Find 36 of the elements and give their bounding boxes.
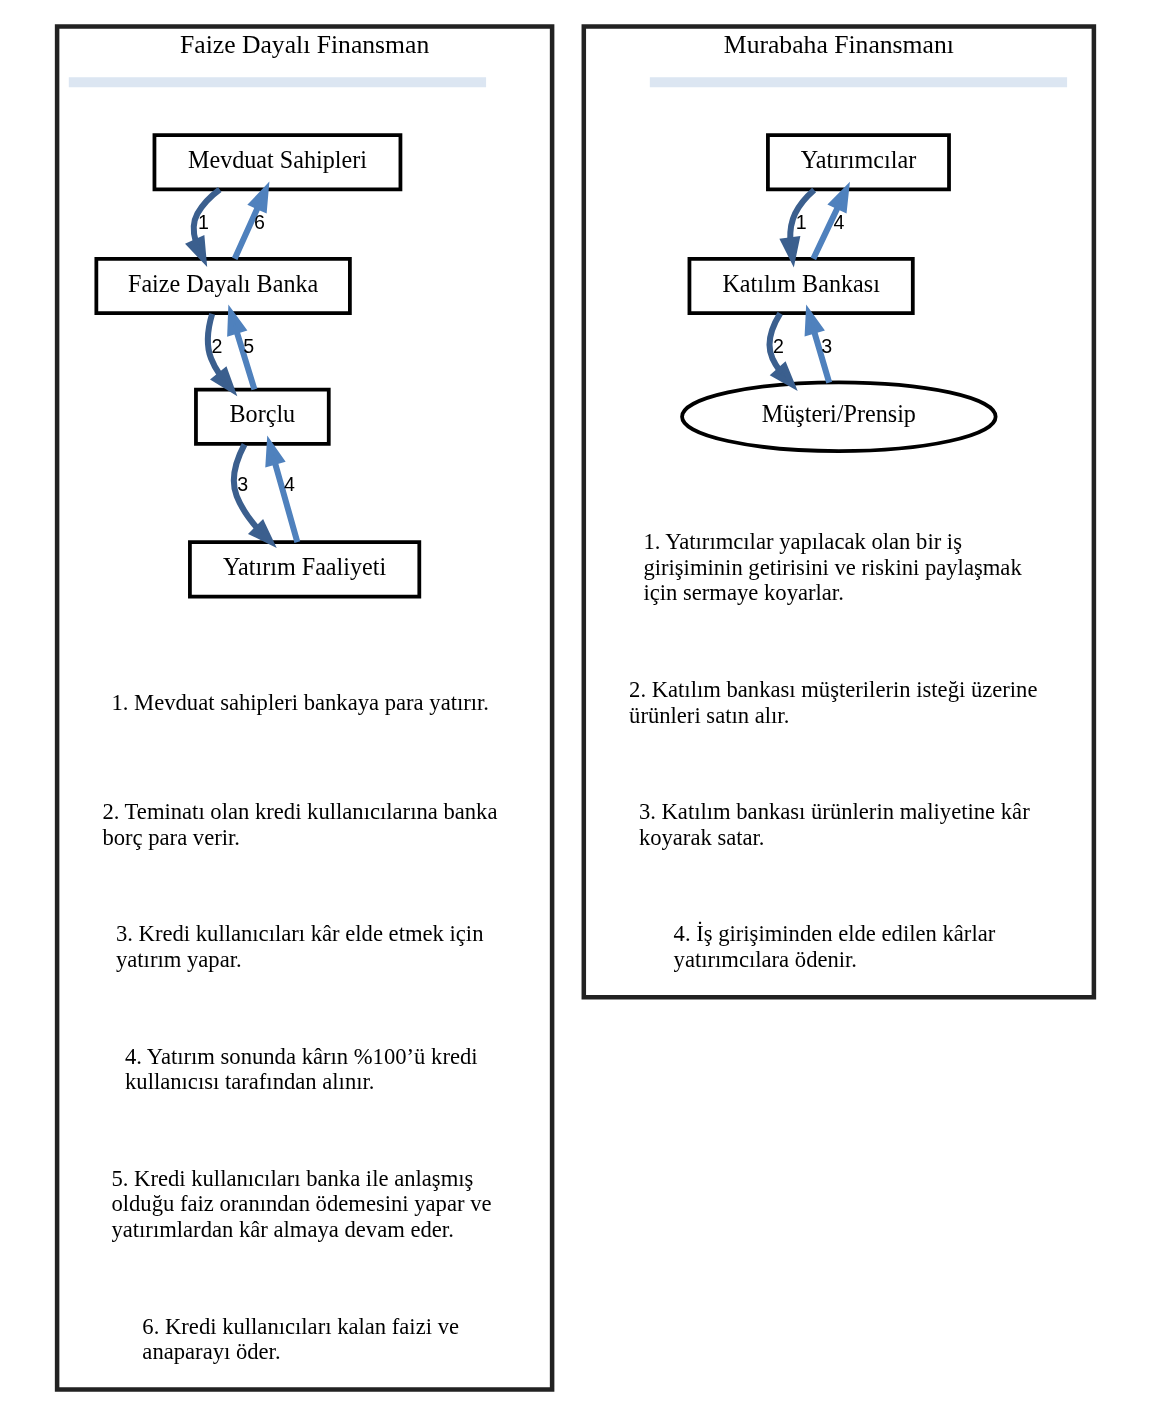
node-box: Yatırımcılar	[766, 133, 951, 192]
node-box: Borçlu	[194, 387, 331, 446]
edge-label: 2	[211, 335, 223, 358]
label: 6. Kredi kullanıcıları kalan faizi ve anaparayı öder.	[142, 1313, 459, 1365]
edge-label: 4	[833, 211, 845, 234]
edge-label: 4	[284, 472, 295, 495]
arrow	[779, 187, 817, 268]
edge-label: 1	[198, 211, 209, 234]
edge-label: 1	[795, 211, 807, 234]
label: 2. Katılım bankası müşterilerin isteği üzerine ürünleri satın alır.	[629, 676, 1038, 728]
edge-label: 2	[773, 335, 784, 358]
arrow	[185, 187, 222, 268]
arrow	[810, 181, 850, 261]
label: 3. Kredi kullanıcıları kâr elde etmek için yatırım yapar.	[115, 921, 484, 973]
arrow	[231, 181, 270, 260]
node-box: Faize Dayalı Banka	[94, 256, 352, 316]
node-ellipse: Müşteri/Prensip	[680, 380, 998, 453]
edge-label: 6	[253, 211, 265, 234]
edge-label: 5	[243, 335, 255, 358]
node-box: Katılım Bankası	[687, 256, 915, 316]
edge-label: 3	[237, 472, 249, 495]
label: 1. Yatırımcılar yapılacak olan bir iş girişiminin getirisini ve riskini paylaşmak için sermaye koyarlar.	[643, 528, 1022, 606]
arrow	[227, 304, 258, 391]
arrow	[204, 312, 238, 397]
label: 2. Teminatı olan kredi kullanıcılarına banka borç para verir.	[102, 799, 498, 850]
label: 5. Kredi kullanıcıları banka ile anlaşmış olduğu faiz oranından ödemesini yapar ve yatırımlardan kâr almaya devam eder.	[111, 1165, 492, 1243]
label: 1. Mevduat sahipleri bankaya para yatırır.	[111, 689, 490, 715]
arrow	[804, 304, 833, 384]
label: 4. Yatırım sonunda kârın %100’ü kredi kullanıcısı tarafından alınır.	[125, 1043, 478, 1095]
arrow	[265, 435, 301, 543]
label: 4. İş girişiminden elde edilen kârlar yatırımcılara ödenir.	[673, 921, 996, 973]
arrow	[766, 311, 798, 391]
node-box: Yatırım Faaliyeti	[188, 540, 422, 599]
edge-label: 3	[821, 335, 833, 358]
node-box: Mevduat Sahipleri	[152, 133, 403, 192]
label: 3. Katılım bankası ürünlerin maliyetine kâr koyarak satar.	[638, 799, 1030, 850]
